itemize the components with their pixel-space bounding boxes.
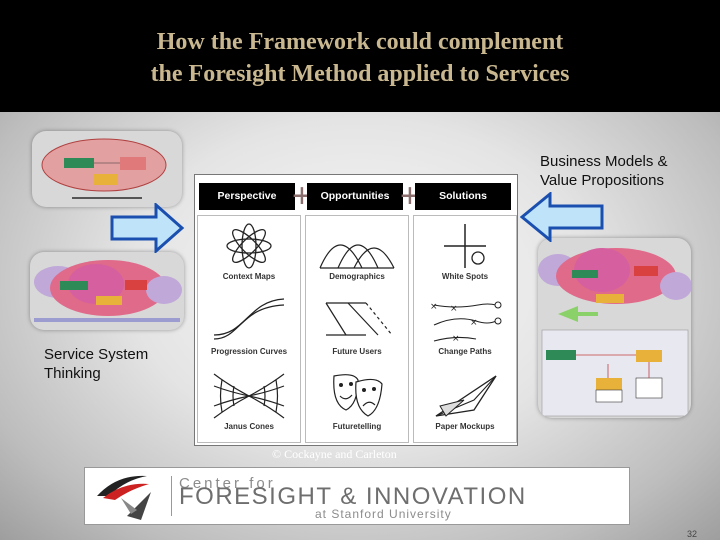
cell-demographics: Demographics [306,216,408,290]
plus-sign-1: + [292,179,308,213]
thinking-line: Thinking [44,364,148,383]
title-line-1: How the Framework could complement [0,26,720,58]
title-bar: How the Framework could complement the F… [0,0,720,112]
logo-divider [171,476,172,516]
caption-context-maps: Context Maps [198,272,300,281]
cell-future-users: Future Users [306,291,408,365]
caption-white-spots: White Spots [414,272,516,281]
context-maps-icon [210,220,288,272]
service-system-label: Service System Thinking [44,345,148,383]
service-system-line: Service System [44,345,148,364]
janus-cones-icon [210,370,288,422]
column-perspective: Context Maps Progression Curves Janus Co… [197,215,301,443]
foresight-framework: Perspective + Opportunities + Solutions … [194,174,518,446]
thumbnail-top-left [32,131,182,207]
cell-paper-mockups: Paper Mockups [414,366,516,440]
caption-janus-cones: Janus Cones [198,422,300,431]
change-paths-icon: × × × × [426,295,504,347]
caption-paper-mockups: Paper Mockups [414,422,516,431]
caption-demographics: Demographics [306,272,408,281]
right-arrow [110,203,186,253]
caption-change-paths: Change Paths [414,347,516,356]
business-models-line: Business Models & [540,152,668,171]
business-model-diagram-image [30,252,184,330]
svg-text:×: × [470,318,478,328]
left-arrow [520,192,604,242]
title-line-2: the Foresight Method applied to Services [0,58,720,90]
caption-progression-curves: Progression Curves [198,347,300,356]
slide-title: How the Framework could complement the F… [0,26,720,90]
white-spots-icon [426,220,504,272]
header-solutions: Solutions [415,183,511,210]
business-models-label: Business Models & Value Propositions [540,152,668,190]
cell-progression-curves: Progression Curves [198,291,300,365]
svg-text:×: × [430,302,438,312]
caption-future-users: Future Users [306,347,408,356]
cell-futuretelling: Futuretelling [306,366,408,440]
page-number: 32 [687,529,697,539]
cell-janus-cones: Janus Cones [198,366,300,440]
credit-text: © Cockayne and Carleton [272,447,397,462]
header-perspective: Perspective [199,183,295,210]
svg-text:×: × [452,334,460,344]
header-opportunities: Opportunities [307,183,403,210]
logo-line-3: at Stanford University [315,507,452,521]
plus-sign-2: + [400,179,416,213]
cell-context-maps: Context Maps [198,216,300,290]
theater-masks-icon [318,370,396,422]
thumbnail-mid-left [30,252,184,330]
value-propositions-line: Value Propositions [540,171,668,190]
thumbnail-right [538,238,691,418]
progression-curves-icon [210,295,288,347]
cell-white-spots: White Spots [414,216,516,290]
paper-airplane-icon [426,370,504,422]
cfi-logo-mark [91,468,171,524]
cfi-logo: Center for FORESIGHT & INNOVATION at Sta… [84,467,630,525]
cell-change-paths: × × × × Change Paths [414,291,516,365]
value-proposition-diagram-image [32,131,182,207]
caption-futuretelling: Futuretelling [306,422,408,431]
service-system-diagram-image [538,238,691,418]
future-users-icon [318,295,396,347]
column-solutions: White Spots × × × × Change Paths [413,215,517,443]
svg-text:×: × [450,304,458,314]
column-opportunities: Demographics Future Users [305,215,409,443]
demographics-icon [318,220,396,272]
